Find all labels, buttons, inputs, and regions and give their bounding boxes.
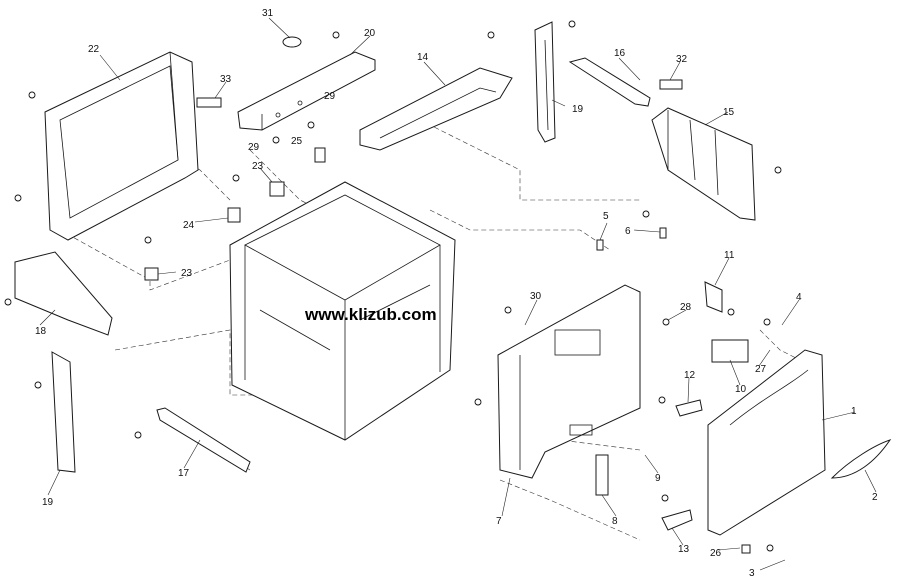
callout-9: 9 [655, 473, 661, 484]
small-parts [144, 36, 751, 554]
callout-18: 18 [35, 326, 47, 337]
part-rail-18 [14, 251, 113, 336]
callout-29-lower: 29 [248, 142, 260, 153]
callout-17: 17 [178, 468, 190, 479]
callout-7: 7 [496, 516, 502, 527]
callout-1: 1 [851, 406, 857, 417]
callout-23-upper: 23 [252, 161, 264, 172]
callout-19-upper: 19 [572, 104, 584, 115]
callout-14: 14 [417, 52, 429, 63]
callout-30: 30 [530, 291, 542, 302]
part-front-door-1 [707, 349, 826, 536]
callout-10: 10 [735, 384, 747, 395]
screws [4, 20, 782, 552]
part-rear-panel-15 [651, 107, 756, 221]
callout-16: 16 [614, 48, 626, 59]
callout-12: 12 [684, 370, 696, 381]
callout-29-upper: 29 [324, 91, 336, 102]
callout-32: 32 [676, 54, 688, 65]
part-bracket-20 [237, 51, 376, 131]
part-rail-16 [568, 57, 651, 107]
part-plate-14 [359, 67, 513, 151]
callout-27: 27 [755, 364, 767, 375]
part-bracket-17 [156, 407, 251, 473]
callout-25: 25 [291, 136, 303, 147]
callout-4: 4 [796, 292, 802, 303]
callout-24: 24 [183, 220, 195, 231]
watermark-text: www.klizub.com [304, 305, 437, 324]
callout-26: 26 [710, 548, 722, 559]
callout-6: 6 [625, 226, 631, 237]
part-bracket-19-upper [534, 21, 556, 143]
callout-8: 8 [612, 516, 618, 527]
part-bracket-19-lower [51, 351, 76, 473]
callout-31: 31 [262, 8, 274, 19]
callout-28: 28 [680, 302, 692, 313]
part-side-cover-22 [44, 51, 199, 241]
callout-19-lower: 19 [42, 497, 54, 508]
callout-23-lower: 23 [181, 268, 193, 279]
part-handle-2 [830, 439, 892, 479]
part-side-frame-7 [497, 284, 641, 479]
part-main-frame [229, 181, 456, 441]
callout-13: 13 [678, 544, 690, 555]
callout-3: 3 [749, 568, 755, 578]
callout-11: 11 [724, 250, 735, 261]
leader-lines [39, 17, 877, 571]
callout-5: 5 [603, 211, 609, 222]
callout-15: 15 [723, 107, 735, 118]
callout-20: 20 [364, 28, 376, 39]
callout-33: 33 [220, 74, 232, 85]
callout-2: 2 [872, 492, 878, 503]
callout-22: 22 [88, 44, 100, 55]
callout-labels: 1 2 3 4 5 6 7 8 9 10 11 12 13 14 15 16 1… [35, 8, 878, 578]
